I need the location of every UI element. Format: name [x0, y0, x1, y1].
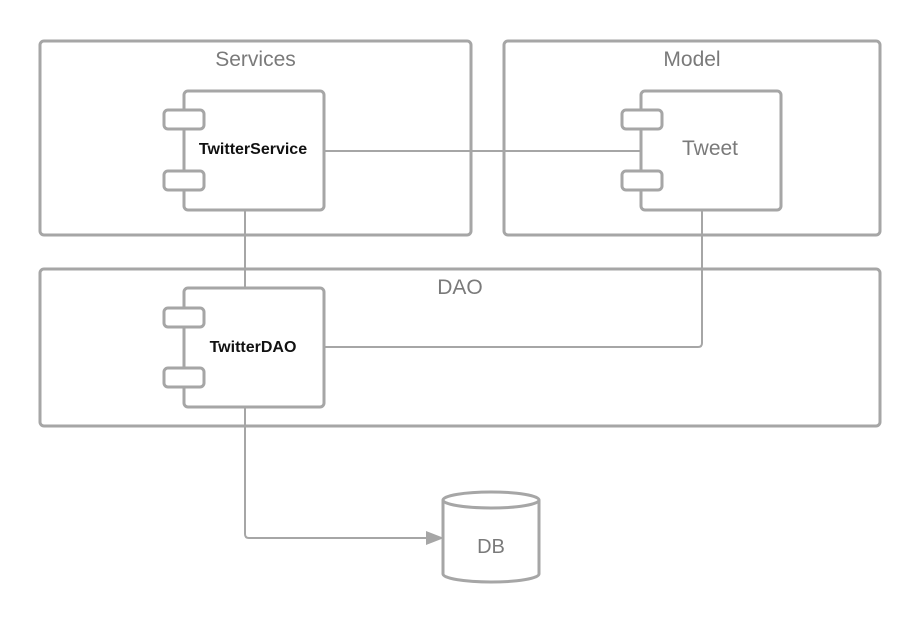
database-top-ellipse: [441, 490, 541, 510]
package-dao-label: DAO: [437, 276, 483, 299]
database-cylinder-icon: [441, 500, 541, 584]
database-db[interactable]: DB: [441, 490, 541, 584]
component-tweet-label: Tweet: [682, 137, 738, 160]
uml-component-port-icon: [162, 366, 206, 389]
uml-component-port-icon: [162, 169, 206, 192]
component-twitter-service-label: TwitterService: [199, 141, 307, 158]
uml-component-port-icon: [162, 306, 206, 329]
component-twitter-service[interactable]: TwitterService: [162, 89, 326, 212]
component-twitter-dao-label: TwitterDAO: [210, 339, 297, 356]
arrowhead-icon: [426, 531, 444, 545]
uml-component-port-icon: [620, 169, 664, 192]
connector-tweet-to-dao: [324, 210, 703, 348]
connector-dao-to-db: [244, 407, 428, 539]
database-label: DB: [477, 536, 505, 558]
component-tweet[interactable]: Tweet: [620, 89, 783, 212]
uml-component-port-icon: [620, 108, 664, 131]
uml-component-port-icon: [162, 108, 206, 131]
package-services-label: Services: [215, 48, 296, 71]
component-twitter-dao[interactable]: TwitterDAO: [162, 286, 326, 409]
package-model-label: Model: [663, 48, 720, 71]
